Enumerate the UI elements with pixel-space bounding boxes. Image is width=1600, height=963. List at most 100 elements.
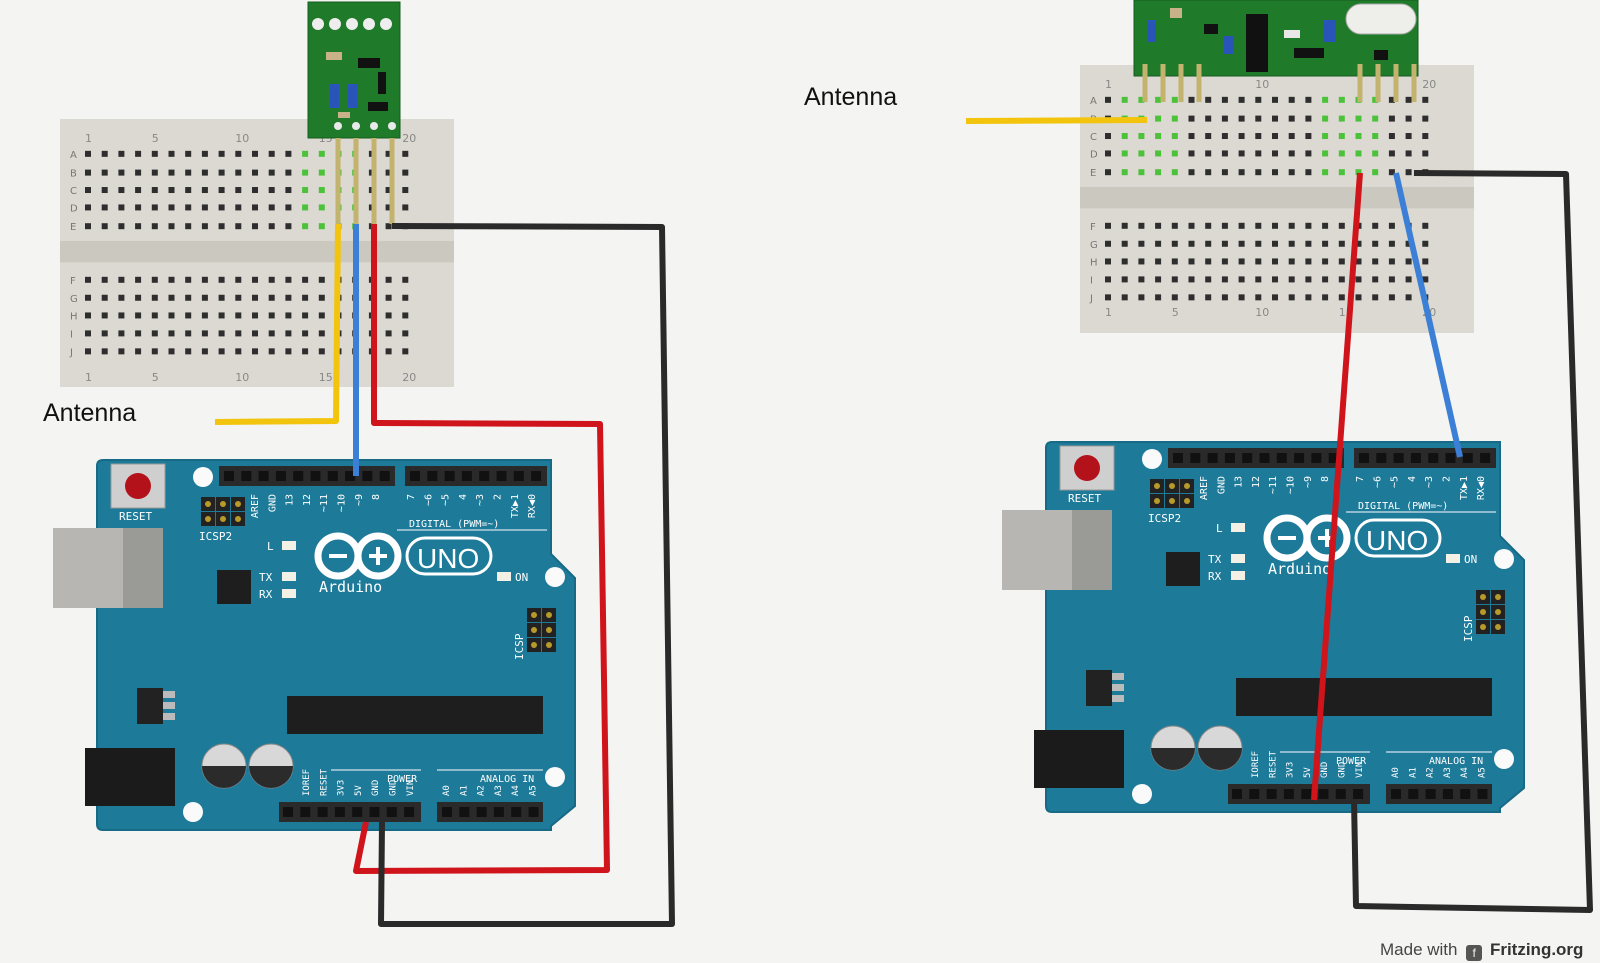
arduino-logo-plus-v <box>1325 529 1329 547</box>
receiver-pin-pad <box>388 122 396 130</box>
breadboard-hole <box>1155 294 1162 301</box>
breadboard-hole <box>1255 258 1262 265</box>
breadboard-center-channel <box>60 240 454 263</box>
breadboard-hole <box>1138 133 1145 140</box>
breadboard-hole <box>1171 133 1178 140</box>
breadboard-hole <box>151 204 158 211</box>
digital-pin-label: 4 <box>458 494 469 500</box>
gnd-wire-black <box>1351 170 1593 913</box>
breadboard-hole <box>302 294 309 301</box>
breadboard-hole <box>1188 133 1195 140</box>
digital-pin-label: RX◀0 <box>1476 476 1487 500</box>
breadboard-hole <box>1105 258 1111 265</box>
analog-pin-label: A0 <box>1391 767 1401 778</box>
analog-pin-label: A1 <box>1408 767 1418 778</box>
breadboard-hole <box>1221 240 1228 247</box>
breadboard-hole <box>151 169 158 176</box>
column-label: 5 <box>152 132 159 145</box>
header-socket <box>1328 453 1339 463</box>
breadboard-hole <box>385 348 392 355</box>
breadboard-hole <box>1288 150 1295 157</box>
header-socket <box>427 471 438 481</box>
breadboard-hole <box>1105 169 1111 176</box>
icsp2-pin <box>235 516 241 522</box>
breadboard-hole <box>402 169 409 176</box>
breadboard-hole <box>1105 294 1111 301</box>
header-socket <box>283 807 293 817</box>
led-rx <box>1231 571 1245 580</box>
power-pin-label: 5V <box>354 785 364 796</box>
power-pin-label: RESET <box>1268 750 1278 778</box>
breadboard-hole <box>151 187 158 194</box>
breadboard-hole <box>135 294 142 301</box>
analog-pin-label: A0 <box>442 785 452 796</box>
row-label: C <box>1090 132 1097 143</box>
header-socket <box>476 807 487 817</box>
column-label: 1 <box>85 132 92 145</box>
breadboard-hole <box>1272 96 1278 103</box>
breadboard-hole <box>1105 96 1111 103</box>
breadboard-hole <box>168 187 175 194</box>
breadboard-hole <box>185 276 192 283</box>
breadboard-hole <box>168 294 175 301</box>
breadboard-hole <box>252 150 258 157</box>
led-on <box>1446 554 1460 563</box>
breadboard-hole <box>235 276 242 283</box>
header-socket <box>461 471 472 481</box>
header-socket <box>1242 453 1253 463</box>
breadboard-hole <box>402 276 409 283</box>
breadboard-hole <box>118 312 125 319</box>
breadboard-hole <box>1372 133 1379 140</box>
column-label: 5 <box>152 371 159 384</box>
breadboard-hole <box>168 312 175 319</box>
power-header <box>1228 784 1370 804</box>
header-socket <box>241 471 252 481</box>
breadboard-hole <box>1305 222 1312 229</box>
transmitter-component <box>1324 20 1336 42</box>
icsp2-pin <box>1154 498 1160 504</box>
breadboard-hole <box>1205 222 1212 229</box>
header-socket <box>1445 453 1456 463</box>
breadboard-hole <box>268 276 275 283</box>
breadboard-hole <box>1322 240 1329 247</box>
digital-pin-label: TX▶1 <box>1459 476 1470 500</box>
pcb-pad <box>329 18 341 30</box>
breadboard-hole <box>318 223 325 230</box>
voltage-regulator <box>1086 670 1112 706</box>
breadboard-hole <box>1138 169 1145 176</box>
breadboard-hole <box>1338 133 1345 140</box>
breadboard-hole <box>1388 258 1395 265</box>
breadboard-hole <box>1255 96 1262 103</box>
breadboard-hole <box>1205 294 1212 301</box>
row-label: E <box>70 222 76 233</box>
breadboard-hole <box>1238 258 1245 265</box>
uno-badge <box>1354 518 1442 558</box>
breadboard-hole <box>1138 150 1145 157</box>
breadboard-hole <box>218 348 225 355</box>
breadboard-hole <box>135 187 142 194</box>
icsp-pin <box>1480 624 1486 630</box>
header-socket <box>410 471 420 481</box>
icsp2-pin <box>1184 483 1190 489</box>
power-pin-label: VIN <box>1355 762 1365 778</box>
power-header <box>279 802 421 822</box>
breadboard-hole <box>201 223 208 230</box>
breadboard-hole <box>1372 150 1379 157</box>
icsp2-pin <box>1154 483 1160 489</box>
breadboard-hole <box>85 223 91 230</box>
icsp2-label: ICSP2 <box>1148 512 1181 525</box>
breadboard-hole <box>1355 240 1362 247</box>
breadboard-hole <box>318 276 325 283</box>
breadboard-hole <box>151 294 158 301</box>
led-l <box>1231 523 1245 532</box>
icsp2-label: ICSP2 <box>199 530 232 543</box>
icsp2-pin <box>220 501 226 507</box>
breadboard-hole <box>1322 276 1329 283</box>
header-socket <box>1224 453 1235 463</box>
arduino-logo-right-loop <box>1303 514 1351 562</box>
breadboard-hole <box>1121 150 1128 157</box>
breadboard-hole <box>118 169 125 176</box>
breadboard-hole <box>1188 222 1195 229</box>
icsp-label: ICSP <box>1462 615 1475 642</box>
